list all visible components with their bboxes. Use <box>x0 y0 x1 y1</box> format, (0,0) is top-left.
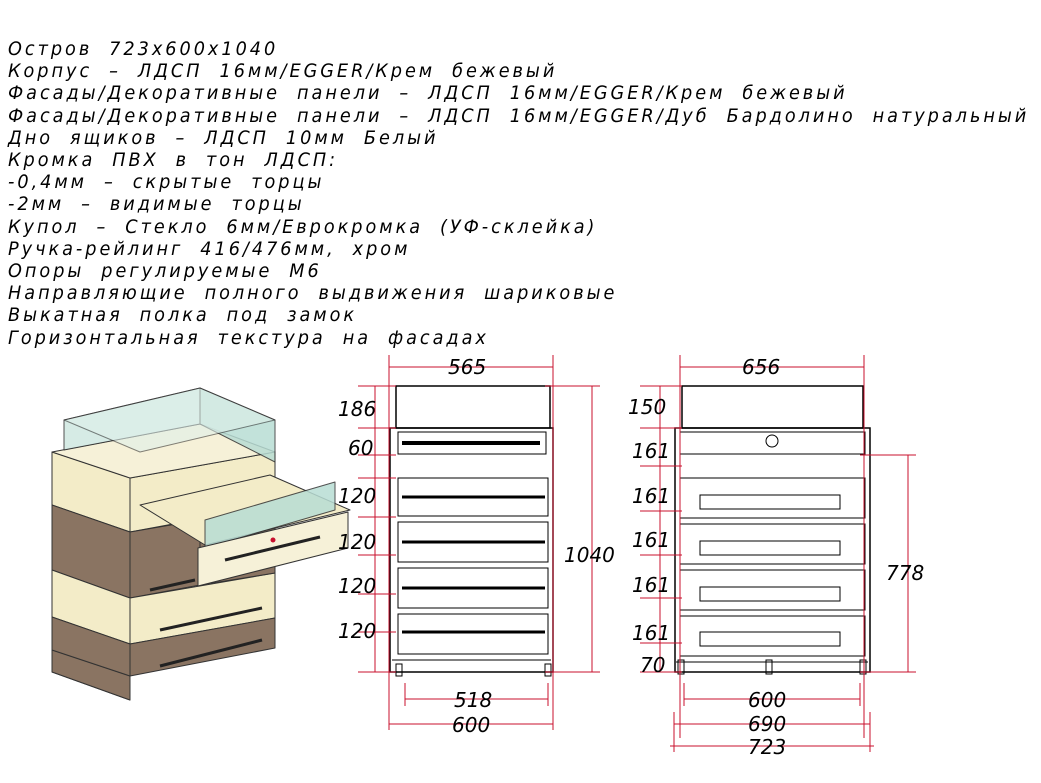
spec-line: Дно ящиков – ЛДСП 10мм Белый <box>8 126 439 149</box>
spec-line: Кромка ПВХ в тон ЛДСП: <box>8 149 339 172</box>
dim-height-label: 161 <box>632 528 670 552</box>
spec-line: Фасады/Декоративные панели – ЛДСП 16мм/E… <box>8 82 848 105</box>
dim-height-label: 70 <box>640 653 665 677</box>
handle-rail <box>159 606 263 632</box>
handle-rail <box>159 638 263 668</box>
left-band-oak-2 <box>51 616 131 677</box>
dim-top-width: 565 <box>448 355 486 379</box>
dim-height-label: 120 <box>338 484 376 508</box>
handle-rail <box>149 578 196 592</box>
spec-line: Фасады/Декоративные панели – ЛДСП 16мм/E… <box>8 104 1030 127</box>
front-body <box>674 427 871 673</box>
dim-height-label: 161 <box>632 484 670 508</box>
spec-line: -2мм – видимые торцы <box>8 193 305 216</box>
spec-line: Купол – Стекло 6мм/Еврокромка (УФ-склейк… <box>8 215 598 238</box>
spec-line: Горизонтальная текстура на фасадах <box>8 326 489 349</box>
spec-line: Направляющие полного выдвижения шариковы… <box>8 282 618 305</box>
dim-height-label: 186 <box>338 397 376 421</box>
side-view: 565 518 600 1040 186 60 120 120 120 120 <box>338 355 615 737</box>
spec-line: Опоры регулируемые М6 <box>8 260 322 283</box>
dim-height-label: 120 <box>338 574 376 598</box>
spec-line: -0,4мм – скрытые торцы <box>8 171 325 194</box>
glass-dome-top-edge <box>63 387 276 453</box>
front-view: 656 600 690 723 778 150 161 161 161 161 … <box>628 355 924 759</box>
dim-outer-width: 723 <box>748 735 786 759</box>
front-dimensions <box>640 355 916 752</box>
dim-height-label: 120 <box>338 619 376 643</box>
dim-height-label: 60 <box>348 436 373 460</box>
spec-line: Корпус – ЛДСП 16мм/EGGER/Крем бежевый <box>8 60 558 83</box>
side-body <box>389 427 554 673</box>
dim-height-label: 161 <box>632 573 670 597</box>
handle-rail <box>224 535 321 562</box>
dim-height-label: 120 <box>338 530 376 554</box>
spec-line: Выкатная полка под замок <box>8 304 358 327</box>
dim-height-label: 150 <box>628 395 666 419</box>
dim-top-width: 656 <box>742 355 780 379</box>
side-dimensions <box>358 355 600 730</box>
dim-mid-width: 690 <box>748 712 786 736</box>
dim-outer-width: 600 <box>452 713 490 737</box>
dim-height-label: 161 <box>632 621 670 645</box>
dim-span-height: 778 <box>886 561 924 585</box>
front-dome <box>681 385 864 429</box>
dim-inner-width: 600 <box>748 688 786 712</box>
specification-list: Остров 723х600х1040 Корпус – ЛДСП 16мм/E… <box>8 38 1041 349</box>
side-drawers <box>392 431 552 677</box>
dim-total-height: 1040 <box>564 543 615 567</box>
dim-inner-width: 518 <box>454 688 492 712</box>
lock-icon <box>270 537 276 543</box>
spec-line: Ручка-рейлинг 416/476мм, хром <box>8 237 411 260</box>
front-drawers <box>676 431 868 675</box>
spec-line: Остров 723х600х1040 <box>8 38 279 60</box>
shelf-glass <box>204 481 336 549</box>
side-dome <box>395 385 551 429</box>
dim-height-label: 161 <box>632 439 670 463</box>
isometric-cabinet <box>51 387 351 701</box>
